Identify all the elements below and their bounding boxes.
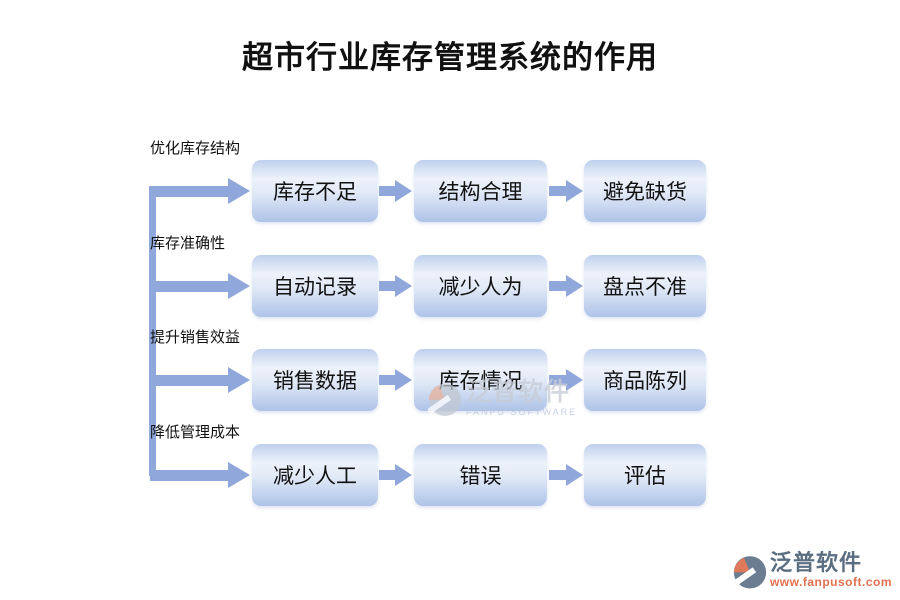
fanpu-logo-icon — [732, 556, 767, 589]
flow-box: 库存情况 — [414, 349, 547, 411]
arrow-shaft — [379, 281, 395, 291]
arrow-shaft — [549, 186, 566, 196]
arrow-head — [395, 180, 412, 202]
branch-arrow-icon — [150, 273, 250, 299]
arrow-shaft — [549, 281, 566, 291]
flow-box: 错误 — [414, 444, 547, 506]
row-label: 降低管理成本 — [150, 424, 241, 441]
flow-box: 避免缺货 — [584, 160, 706, 222]
row-label: 优化库存结构 — [150, 140, 241, 157]
flow-box: 评估 — [584, 444, 706, 506]
flow-arrow-icon — [549, 369, 583, 391]
flow-box: 销售数据 — [252, 349, 378, 411]
flow-box: 盘点不准 — [584, 255, 706, 317]
arrow-shaft — [549, 470, 566, 480]
arrow-shaft — [379, 186, 395, 196]
row-label: 库存准确性 — [150, 235, 226, 252]
flow-box: 自动记录 — [252, 255, 378, 317]
branch-arrow-icon — [150, 367, 250, 393]
arrow-head — [395, 369, 412, 391]
arrow-shaft — [150, 185, 228, 197]
fanpu-logo-url: www.fanpusoft.com — [769, 575, 892, 589]
flow-box: 库存不足 — [252, 160, 378, 222]
arrow-shaft — [379, 375, 395, 385]
flow-box: 减少人工 — [252, 444, 378, 506]
arrow-head — [566, 275, 583, 297]
flow-box: 商品陈列 — [584, 349, 706, 411]
flow-arrow-icon — [379, 369, 412, 391]
flow-arrow-icon — [549, 180, 583, 202]
row-label: 提升销售效益 — [150, 329, 241, 346]
flow-row-optimize-structure: 优化库存结构 库存不足 结构合理 避免缺货 — [0, 140, 900, 222]
arrow-head — [566, 464, 583, 486]
fanpu-logo: 泛普软件 www.fanpusoft.com — [732, 550, 892, 592]
flow-box: 减少人为 — [414, 255, 547, 317]
flow-arrow-icon — [549, 464, 583, 486]
arrow-head — [228, 367, 250, 393]
flow-arrow-icon — [379, 180, 412, 202]
page-title: 超市行业库存管理系统的作用 — [242, 40, 658, 75]
arrow-shaft — [549, 375, 566, 385]
arrow-head — [566, 369, 583, 391]
flow-arrow-icon — [549, 275, 583, 297]
flow-row-sales-benefit: 提升销售效益 销售数据 库存情况 商品陈列 — [0, 329, 900, 411]
flow-arrow-icon — [379, 464, 412, 486]
arrow-shaft — [150, 469, 228, 481]
arrow-shaft — [150, 374, 228, 386]
arrow-shaft — [379, 470, 395, 480]
connector-trunk-line — [149, 186, 156, 476]
arrow-shaft — [150, 280, 228, 292]
arrow-head — [228, 273, 250, 299]
flow-row-inventory-accuracy: 库存准确性 自动记录 减少人为 盘点不准 — [0, 235, 900, 317]
branch-arrow-icon — [150, 178, 250, 204]
arrow-head — [395, 275, 412, 297]
flow-row-reduce-cost: 降低管理成本 减少人工 错误 评估 — [0, 424, 900, 506]
fanpu-logo-text: 泛普软件 — [769, 550, 862, 575]
flow-arrow-icon — [379, 275, 412, 297]
flow-box: 结构合理 — [414, 160, 547, 222]
arrow-head — [228, 178, 250, 204]
arrow-head — [566, 180, 583, 202]
branch-arrow-icon — [150, 462, 250, 488]
arrow-head — [228, 462, 250, 488]
arrow-head — [395, 464, 412, 486]
